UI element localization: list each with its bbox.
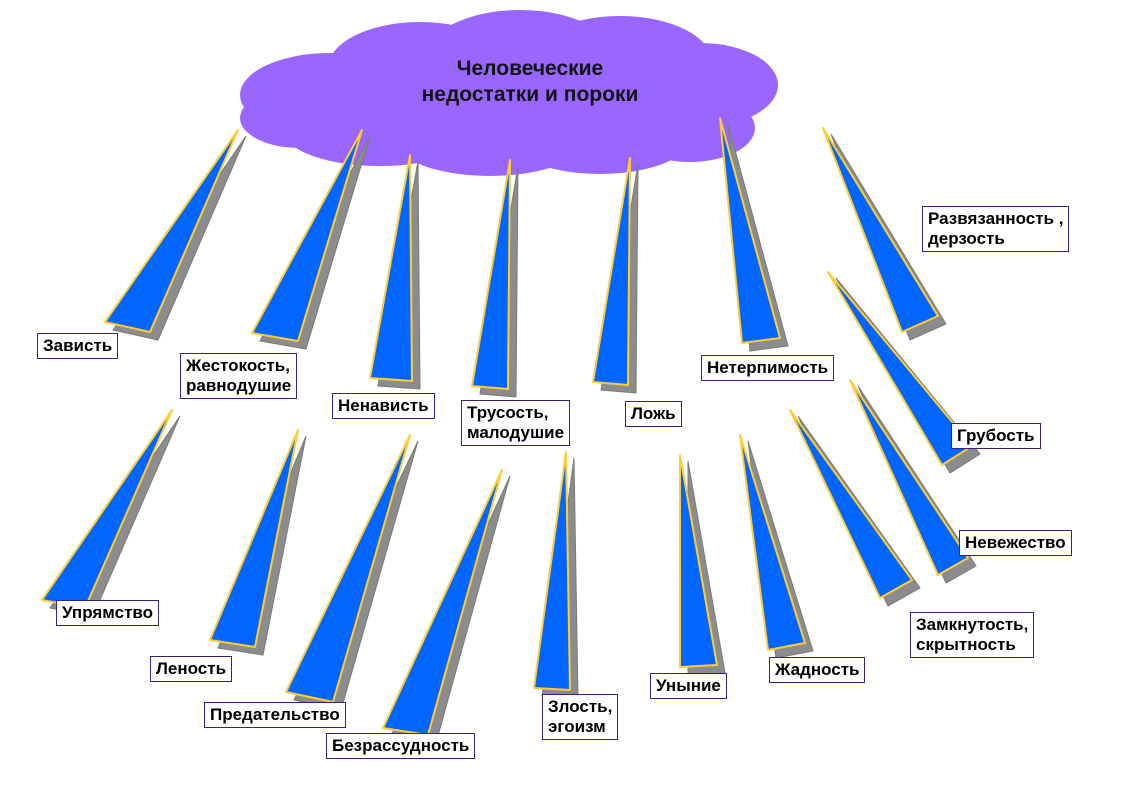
label-line: равнодушие (186, 376, 292, 395)
label-line: Безрассудность (332, 736, 470, 755)
title-line-1: Человеческие (456, 57, 604, 80)
label-unynie: Уныние (650, 673, 727, 699)
label-bezrassudnost: Безрассудность (326, 733, 476, 759)
wedge-callout (719, 117, 781, 344)
wedge-callout (739, 434, 806, 651)
label-line: Развязанность , (928, 209, 1064, 228)
wedge-callout (104, 129, 239, 333)
label-lozh: Ложь (625, 401, 682, 427)
label-line: Леность (156, 659, 227, 678)
label-line: Предательство (210, 705, 340, 724)
label-line: Грубость (957, 426, 1035, 445)
cloud-puff (320, 48, 720, 152)
wedge-callout (285, 434, 411, 703)
label-zlost: Злость,эгоизм (542, 694, 619, 740)
label-lenost: Леность (150, 656, 233, 682)
label-line: Нетерпимость (707, 358, 829, 377)
wedge-callout (382, 469, 503, 736)
wedge-callout (369, 154, 413, 382)
label-razvyaznost: Развязанность ,дерзость (922, 206, 1070, 252)
label-zamknutost: Замкнутость,скрытность (910, 612, 1035, 658)
label-zhestokost: Жестокость,равнодушие (180, 353, 298, 399)
label-predatelstvo: Предательство (204, 702, 346, 728)
label-line: Трусость, (467, 403, 549, 422)
wedge-callout (251, 129, 363, 342)
wedge-callout (471, 159, 511, 390)
wedge-callout (789, 409, 913, 599)
label-line: эгоизм (548, 717, 606, 736)
wedge-callout (679, 454, 718, 668)
label-neterpimost: Нетерпимость (701, 355, 835, 381)
diagram-title: Человеческие недостатки и пороки (370, 56, 690, 108)
label-upryamstvo: Упрямство (56, 600, 160, 626)
label-zavist: Зависть (37, 333, 119, 359)
label-trusost: Трусость,малодушие (461, 400, 571, 446)
wedge-group (41, 117, 981, 744)
label-line: Уныние (656, 676, 721, 695)
wedge-callout (533, 451, 571, 691)
wedge-callout (822, 127, 939, 333)
label-line: Жадность (775, 660, 860, 679)
title-line-2: недостатки и пороки (421, 83, 639, 106)
label-nenavist: Ненависть (332, 393, 435, 419)
label-nevezhestvo: Невежество (959, 530, 1072, 556)
label-line: Зависть (43, 336, 113, 355)
label-line: Упрямство (62, 603, 154, 622)
label-line: Ненависть (338, 396, 429, 415)
wedge-callout (827, 271, 973, 466)
cloud-shape (240, 10, 778, 176)
wedge-callout (849, 379, 969, 576)
label-line: дерзость (928, 229, 1005, 248)
label-line: Злость, (548, 697, 613, 716)
label-grubost: Грубость (951, 423, 1041, 449)
label-line: малодушие (467, 423, 565, 442)
wedge-callout (209, 429, 299, 648)
label-line: Невежество (965, 533, 1066, 552)
label-line: Ложь (631, 404, 676, 423)
label-line: скрытность (916, 635, 1016, 654)
label-line: Замкнутость, (916, 615, 1029, 634)
label-line: Жестокость, (186, 356, 290, 375)
label-zhadnost: Жадность (769, 657, 866, 683)
wedge-callout (592, 157, 631, 386)
